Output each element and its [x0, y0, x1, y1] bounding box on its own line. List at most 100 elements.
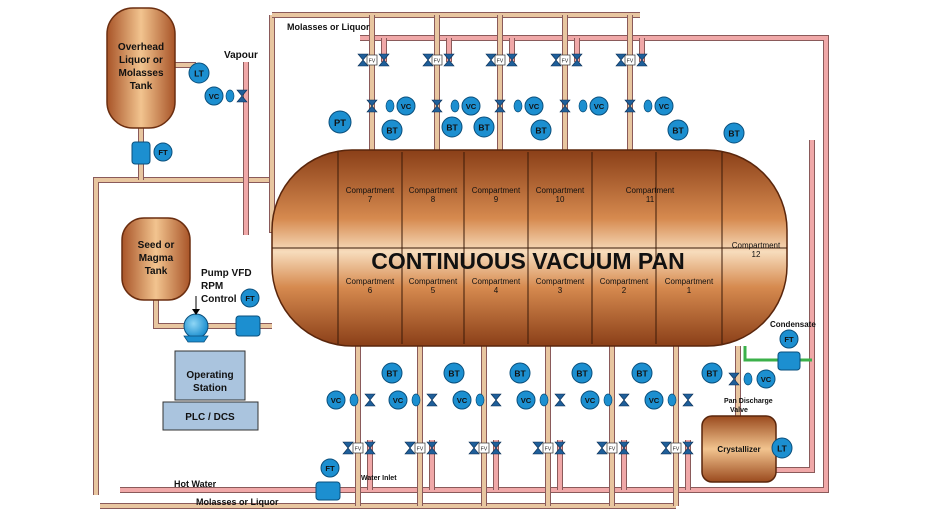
- discharge-vc-bubble: [756, 369, 776, 389]
- bottom-isolation-valve-b-5-bottom: [618, 447, 630, 455]
- bottom-control-valve-4-top: [554, 393, 566, 401]
- compartment-number-bottom-4: 4: [494, 286, 499, 295]
- compartment-label-top-8: Compartment: [409, 186, 458, 195]
- bottom-control-valve-6-bottom: [682, 399, 694, 407]
- bottom-isolation-valve-b-6-top: [682, 441, 694, 449]
- top-vc-bubble-5: [654, 96, 674, 116]
- compartment-number-bottom-1: 1: [687, 286, 692, 295]
- bottom-isolation-valve-a-3-top: [468, 441, 480, 449]
- hot-water-ft-text: FT: [325, 464, 335, 473]
- bottom-isolation-valve-b-2-top: [426, 441, 438, 449]
- bottom-fv-box-2: [414, 442, 426, 454]
- compartment-number-bottom-6: 6: [368, 286, 373, 295]
- compartment-label-bottom-6: Compartment: [346, 277, 395, 286]
- hot-water-loop: [120, 36, 828, 492]
- overhead-tank-lt-text: LT: [194, 69, 205, 79]
- top-isolation-valve-a-4-bottom: [550, 59, 562, 67]
- top-isolation-valve-b-1-top: [378, 53, 390, 61]
- bottom-isolation-valve-b-3-top: [490, 441, 502, 449]
- top-isolation-valve-b-4-bottom: [571, 59, 583, 67]
- compartment-number-top-10: 10: [556, 195, 565, 204]
- bottom-vc-bubble-2-text: VC: [393, 396, 404, 405]
- top-bt-2-text: BT: [446, 123, 458, 133]
- top-isolation-valve-b-3-bottom: [506, 59, 518, 67]
- seed-ft: [240, 288, 260, 308]
- bottom-vc-5-actuator: [603, 393, 613, 407]
- compartment-number-bottom-2: 2: [622, 286, 627, 295]
- bottom-isolation-valve-b-4-bottom: [554, 447, 566, 455]
- plc-dcs-panel: PLC / DCS: [162, 401, 259, 431]
- bottom-control-valve-1-bottom: [364, 399, 376, 407]
- top-isolation-valve-b-5-bottom: [636, 59, 648, 67]
- top-control-valve-5-top: [624, 99, 636, 107]
- compartment-number-bottom-3: 3: [558, 286, 563, 295]
- top-isolation-valve-a-5-top: [615, 53, 627, 61]
- top-isolation-valve-a-2-bottom: [422, 59, 434, 67]
- bottom-bt-6: [701, 362, 723, 384]
- top-control-valve-2-bottom: [431, 105, 443, 113]
- top-fv-box-4-text: FV: [562, 59, 569, 65]
- bottom-vc-1-actuator: [349, 393, 359, 407]
- seed-flow-meter: [235, 315, 261, 337]
- bottom-isolation-valve-b-6-bottom: [682, 447, 694, 455]
- top-vc-4-actuator: [578, 99, 588, 113]
- top-control-valve-3-top: [494, 99, 506, 107]
- top-bt-5: [667, 119, 689, 141]
- top-control-valve-3-bottom: [494, 105, 506, 113]
- top-bt-6: [723, 122, 745, 144]
- top-fv-box-4: [559, 54, 571, 66]
- bottom-vc-4-actuator: [539, 393, 549, 407]
- bottom-vc-bubble-1: [326, 390, 346, 410]
- discharge-vc-actuator: [743, 372, 753, 386]
- compartment-number-top-11: 11: [646, 195, 655, 204]
- seed-magma-tank: Seed or Magma Tank: [121, 217, 191, 301]
- pump-vfd-line-2: RPM: [201, 281, 223, 292]
- compartment-number-bottom-5: 5: [431, 286, 436, 295]
- condensate-ft: [779, 329, 799, 349]
- top-vc-bubble-1-text: VC: [401, 102, 412, 111]
- top-vc-bubble-1: [396, 96, 416, 116]
- bottom-vc-3-actuator: [475, 393, 485, 407]
- pan-discharge-line-2: Valve: [730, 407, 748, 414]
- top-fv-box-3-text: FV: [497, 59, 504, 65]
- bottom-vc-bubble-2: [388, 390, 408, 410]
- bottom-isolation-valve-a-4-top: [532, 441, 544, 449]
- compartment-label-top-7: Compartment: [346, 186, 395, 195]
- bottom-fv-box-5-text: FV: [609, 447, 616, 453]
- top-isolation-valve-a-5-bottom: [615, 59, 627, 67]
- bottom-isolation-valve-a-4-bottom: [532, 447, 544, 455]
- top-isolation-valve-a-1-bottom: [357, 59, 369, 67]
- right-return-pipe: [776, 140, 814, 472]
- compartment-label-right-12: Compartment: [732, 241, 781, 250]
- seed-ft-text: FT: [245, 294, 255, 303]
- bottom-control-valve-4-bottom: [554, 399, 566, 407]
- bottom-bt-3-text: BT: [514, 369, 526, 379]
- compartment-number-top-9: 9: [494, 195, 499, 204]
- pan-discharge-line-1: Pan Discharge: [724, 398, 773, 405]
- vapour-vc-bubble-text: VC: [209, 92, 220, 101]
- top-vc-bubble-2: [461, 96, 481, 116]
- bottom-isolation-valve-a-1-bottom: [342, 447, 354, 455]
- bottom-bt-4-text: BT: [576, 369, 588, 379]
- hot-water-label: Hot Water: [174, 479, 217, 489]
- compartment-label-bottom-2: Compartment: [600, 277, 649, 286]
- pan-discharge-valve-bottom: [728, 378, 740, 386]
- bottom-isolation-valve-a-5-bottom: [596, 447, 608, 455]
- bottom-control-valve-1-top: [364, 393, 376, 401]
- compartment-label-top-11: Compartment: [626, 186, 675, 195]
- top-bt-5-text: BT: [672, 126, 684, 136]
- top-isolation-valve-a-4-top: [550, 53, 562, 61]
- bottom-isolation-valve-b-3-bottom: [490, 447, 502, 455]
- top-fv-box-1-text: FV: [369, 59, 376, 65]
- top-isolation-valve-a-1-top: [357, 53, 369, 61]
- bottom-bt-2: [443, 362, 465, 384]
- bottom-fv-box-3-text: FV: [481, 447, 488, 453]
- top-vc-bubble-3: [524, 96, 544, 116]
- bottom-vc-2-actuator: [411, 393, 421, 407]
- top-isolation-valve-b-4-top: [571, 53, 583, 61]
- seed-pump: [183, 296, 209, 343]
- hot-water-ft: [320, 458, 340, 478]
- crystallizer-lt: [771, 437, 793, 459]
- top-isolation-valve-a-3-bottom: [485, 59, 497, 67]
